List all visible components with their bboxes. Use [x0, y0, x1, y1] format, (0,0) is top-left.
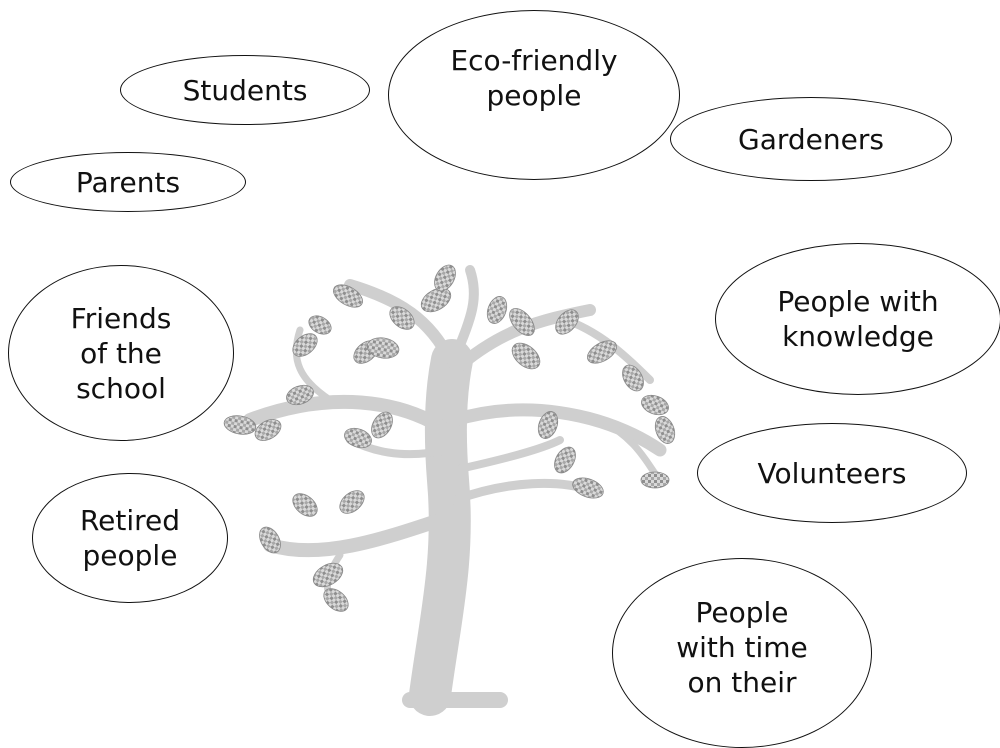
- leaf: [587, 340, 617, 364]
- leaf: [286, 384, 314, 406]
- leaf: [555, 309, 579, 335]
- bubble-people-with-time: People with time on their: [612, 558, 872, 748]
- leaf: [308, 315, 332, 335]
- bubble-retired-people: Retired people: [32, 473, 228, 603]
- leaf: [641, 394, 669, 416]
- leaf: [259, 526, 281, 554]
- leaf: [554, 446, 576, 474]
- leaf: [420, 287, 452, 313]
- leaf: [312, 562, 344, 588]
- leaf: [339, 490, 365, 514]
- leaf: [640, 471, 670, 489]
- bubble-people-with-knowledge: People with knowledge: [715, 243, 1000, 395]
- leaf: [223, 415, 257, 435]
- leaf: [323, 588, 349, 612]
- leaf: [292, 493, 318, 517]
- bubble-volunteers: Volunteers: [697, 423, 967, 523]
- bubble-gardeners: Gardeners: [670, 97, 952, 181]
- leaf: [366, 337, 400, 359]
- bubble-students: Students: [120, 55, 370, 125]
- leaf: [344, 427, 372, 449]
- leaf: [254, 419, 282, 441]
- leaf: [333, 284, 363, 308]
- tree-leaves: [223, 264, 676, 612]
- leaf: [371, 411, 393, 439]
- leaf: [511, 342, 541, 370]
- leaf: [537, 411, 559, 439]
- leaf: [622, 364, 644, 392]
- bubble-parents: Parents: [10, 152, 246, 212]
- leaf: [292, 333, 318, 357]
- leaf: [486, 296, 508, 324]
- bubble-friends-of-the-school: Friends of the school: [8, 265, 234, 441]
- leaf: [389, 306, 415, 330]
- leaf: [434, 264, 456, 292]
- leaf: [509, 308, 535, 336]
- leaf: [572, 477, 604, 499]
- leaf: [654, 416, 676, 444]
- bubble-eco-friendly-people: Eco-friendly people: [388, 10, 680, 180]
